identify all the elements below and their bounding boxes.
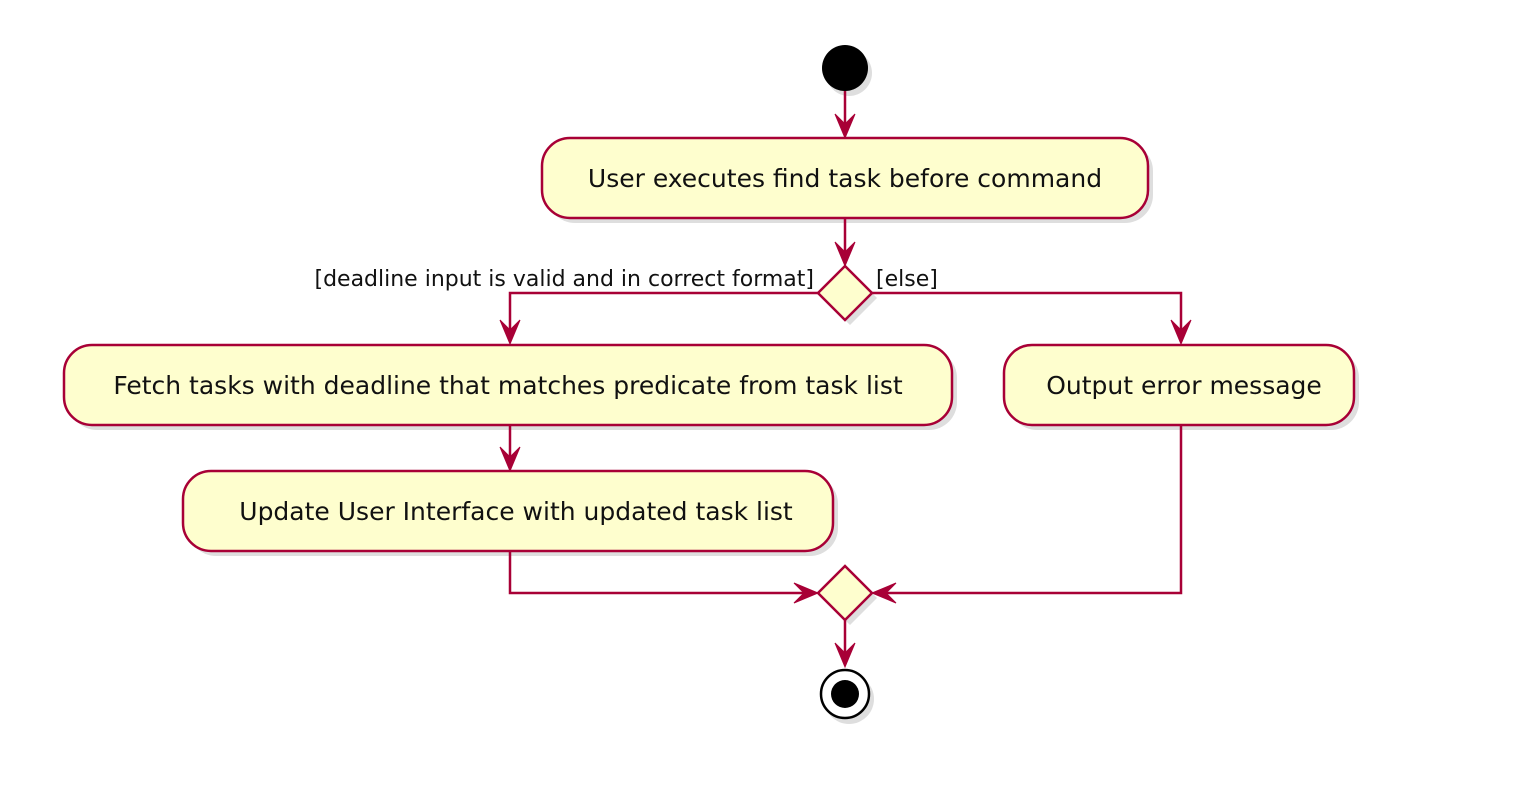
merge-node [816, 564, 877, 625]
activity-execute-label: User executes find task before command [588, 164, 1102, 193]
activity-execute: User executes find task before command [540, 136, 1153, 223]
edge-execute-to-branch [834, 218, 856, 268]
activity-fetch-label: Fetch tasks with deadline that matches p… [113, 371, 903, 400]
guard-valid-label: [deadline input is valid and in correct … [314, 267, 814, 292]
start-node [822, 45, 872, 96]
decision-branch [816, 264, 877, 325]
guard-else-label: [else] [876, 267, 938, 292]
edge-branch-to-fetch [499, 291, 818, 346]
activity-error-label: Output error message [1046, 371, 1322, 400]
edge-update-to-merge [508, 551, 820, 604]
activity-update: Update User Interface with updated task … [181, 469, 838, 556]
activity-fetch: Fetch tasks with deadline that matches p… [62, 343, 957, 430]
activity-update-label: Update User Interface with updated task … [239, 497, 793, 526]
edge-merge-to-end [834, 620, 856, 669]
edge-fetch-to-update [499, 425, 521, 473]
edge-branch-to-error [872, 291, 1192, 346]
edge-start-to-execute [834, 91, 856, 140]
activity-error: Output error message [1002, 343, 1359, 430]
edge-error-to-merge [870, 425, 1183, 604]
end-node [819, 668, 874, 724]
